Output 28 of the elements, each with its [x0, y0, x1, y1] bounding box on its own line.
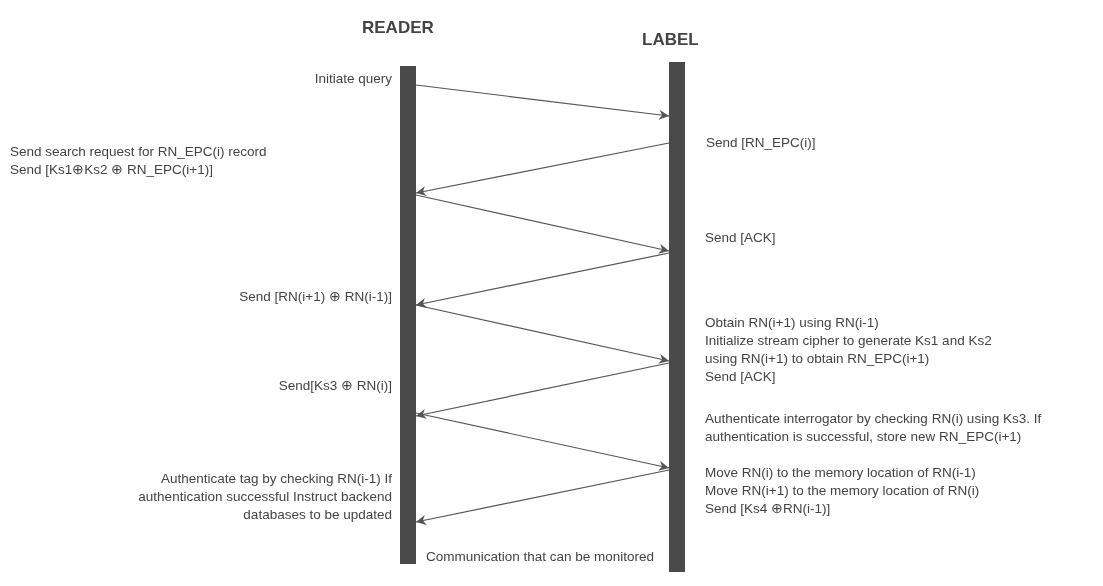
- message-text: Send [RN_EPC(i)]: [706, 134, 817, 152]
- message-arrow: [415, 252, 670, 308]
- message-text: Send [Ks4 ⊕RN(i-1)]: [705, 500, 832, 518]
- message-arrow: [415, 469, 670, 525]
- message-text: Authenticate tag by checking RN(i-1) If authentication successful Instruct backend databases to be updated: [137, 470, 392, 524]
- message-arrow: [415, 194, 670, 254]
- message-arrow: [415, 412, 670, 471]
- message-text: Send [ACK]: [705, 368, 777, 386]
- message-text: Send search request for RN_EPC(i) record: [10, 143, 268, 161]
- message-text: Move RN(i+1) to the memory location of RN(i): [705, 482, 981, 500]
- lifeline-bar: [400, 66, 416, 564]
- lifeline-bar: [669, 62, 685, 572]
- message-arrow: [415, 142, 670, 196]
- message-text: Initialize stream cipher to generate Ks1 and Ks2 using RN(i+1) to obtain RN_EPC(i+1): [705, 332, 993, 368]
- message-text: Initiate query: [313, 70, 392, 88]
- message-arrow: [415, 84, 670, 120]
- message-text: Send[Ks3 ⊕ RN(i)]: [277, 377, 392, 395]
- message-text: Send [ACK]: [705, 229, 777, 247]
- message-text: Communication that can be monitored: [424, 548, 656, 566]
- message-arrow: [415, 304, 670, 364]
- message-text: Move RN(i) to the memory location of RN(i-1): [705, 464, 977, 482]
- message-text: Obtain RN(i+1) using RN(i-1): [705, 314, 880, 332]
- message-text: Send [RN(i+1) ⊕ RN(i-1)]: [238, 288, 392, 306]
- message-text: Authenticate interrogator by checking RN(i) using Ks3. If authentication is successful, store new RN_EPC(i+1): [705, 410, 1043, 446]
- message-text: Send [Ks1⊕Ks2 ⊕ RN_EPC(i+1)]: [10, 161, 214, 179]
- lifeline-header: READER: [362, 18, 434, 38]
- message-arrow: [415, 362, 670, 419]
- lifeline-header: LABEL: [642, 30, 699, 50]
